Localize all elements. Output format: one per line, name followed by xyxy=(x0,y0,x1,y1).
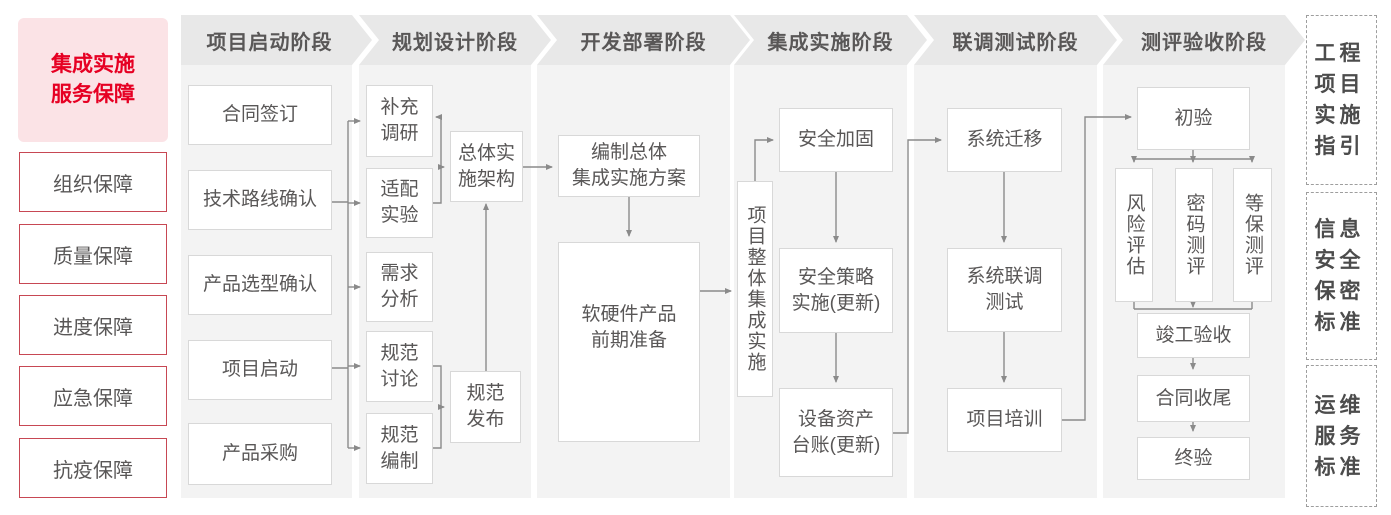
node-risk-assessment: 风险评估 xyxy=(1115,168,1153,302)
node-security-hardening: 安全加固 xyxy=(779,108,893,172)
guarantee-box-quality: 质量保障 xyxy=(19,224,167,284)
node-adaptation-experiment: 适配 实验 xyxy=(366,168,433,238)
node-overall-integration-implementation: 项目整体集成实施 xyxy=(737,181,773,397)
phase-banner-deployment: 开发部署阶段 xyxy=(537,15,750,65)
standard-label-ops-service: 运维服务标准 xyxy=(1314,393,1365,479)
node-security-policy-update: 安全策略 实施(更新) xyxy=(779,248,893,333)
guarantee-box-epidemic: 抗疫保障 xyxy=(19,438,167,498)
node-project-training: 项目培训 xyxy=(947,388,1062,452)
guarantee-box-organization: 组织保障 xyxy=(19,152,167,212)
guarantee-box-emergency: 应急保障 xyxy=(19,366,167,426)
phase-banner-integration: 集成实施阶段 xyxy=(734,15,927,65)
node-completion-acceptance: 竣工验收 xyxy=(1137,313,1250,358)
node-product-selection-confirm: 产品选型确认 xyxy=(188,255,332,315)
node-tech-route-confirm: 技术路线确认 xyxy=(188,170,332,230)
standard-label-engineering-guide: 工程项目实施指引 xyxy=(1314,42,1365,158)
node-contract-signing: 合同签订 xyxy=(188,85,332,145)
standard-label-infosec-confidentiality: 信息安全保密标准 xyxy=(1314,218,1365,334)
sidebar-title: 集成实施 服务保障 xyxy=(18,18,168,142)
node-product-procurement: 产品采购 xyxy=(188,423,332,485)
node-system-migration: 系统迁移 xyxy=(947,108,1062,172)
node-hw-sw-preparation: 软硬件产品 前期准备 xyxy=(558,242,700,442)
node-crypto-evaluation: 密码测评 xyxy=(1175,168,1213,302)
node-requirement-analysis: 需求 分析 xyxy=(366,252,433,322)
standard-box-engineering-guide: 工程项目实施指引 xyxy=(1306,15,1377,185)
node-spec-release: 规范 发布 xyxy=(450,371,521,443)
node-asset-ledger-update: 设备资产 台账(更新) xyxy=(779,388,893,477)
node-classified-protection-evaluation: 等保测评 xyxy=(1233,168,1272,302)
phase-banner-joint-test: 联调测试阶段 xyxy=(914,15,1117,65)
phase-banner-startup: 项目启动阶段 xyxy=(181,15,372,65)
phase-banner-acceptance: 测评验收阶段 xyxy=(1103,15,1305,65)
node-contract-closure: 合同收尾 xyxy=(1137,375,1250,422)
node-initial-acceptance: 初验 xyxy=(1137,87,1250,150)
phase-banner-planning: 规划设计阶段 xyxy=(359,15,551,65)
node-overall-integration-plan: 编制总体 集成实施方案 xyxy=(558,135,700,197)
guarantee-box-progress: 进度保障 xyxy=(19,295,167,355)
node-overall-implementation-architecture: 总体实 施架构 xyxy=(450,131,523,202)
node-project-kickoff: 项目启动 xyxy=(188,340,332,400)
node-spec-drafting: 规范 编制 xyxy=(366,413,433,484)
standard-box-infosec-confidentiality: 信息安全保密标准 xyxy=(1306,192,1377,360)
node-system-joint-test: 系统联调 测试 xyxy=(947,248,1062,332)
node-final-acceptance: 终验 xyxy=(1137,437,1250,480)
node-supplementary-research: 补充 调研 xyxy=(366,85,433,157)
standard-box-ops-service: 运维服务标准 xyxy=(1306,365,1377,507)
node-spec-discussion: 规范 讨论 xyxy=(366,331,433,402)
